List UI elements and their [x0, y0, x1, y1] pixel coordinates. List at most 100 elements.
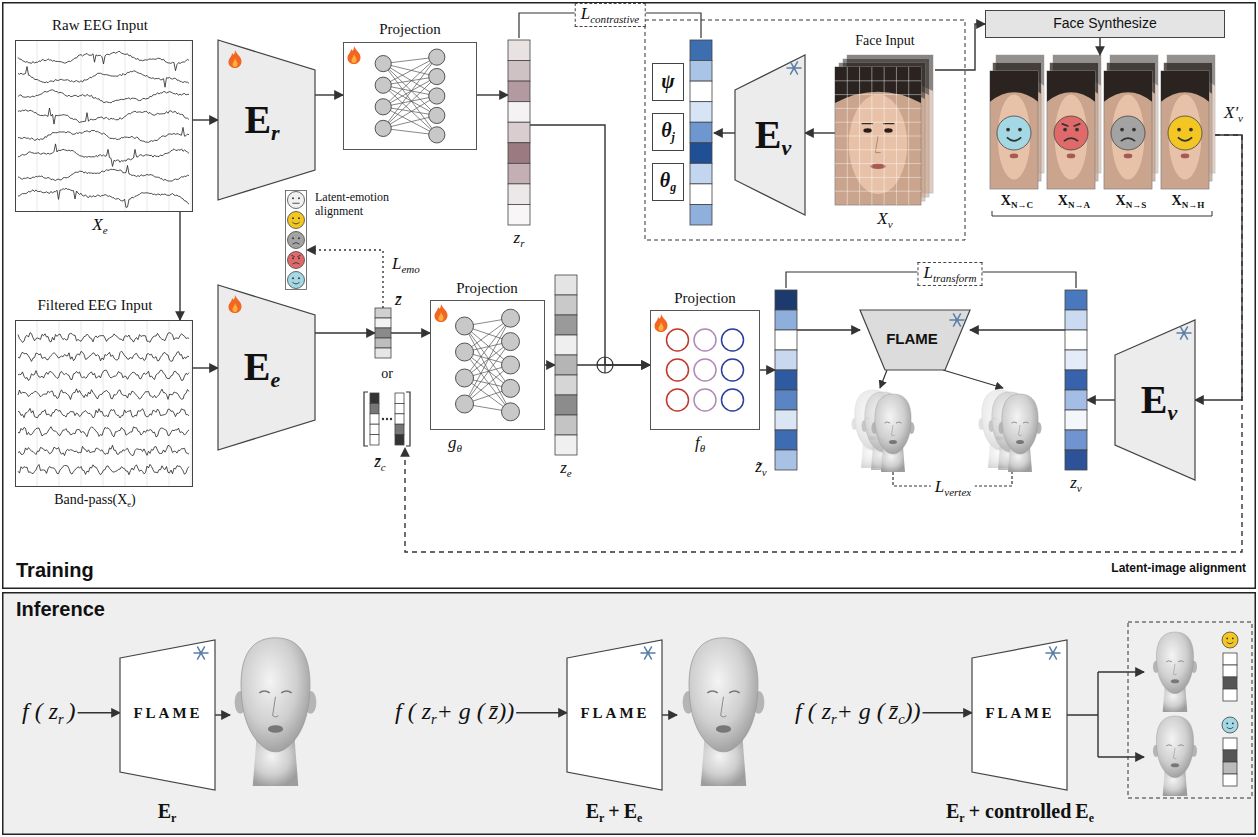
- text-group: Training: [16, 559, 94, 582]
- flame-core: [233, 303, 238, 312]
- text-group: FLAME: [985, 705, 1054, 722]
- snow-ray: [787, 67, 801, 69]
- grid-line: [103, 321, 104, 486]
- face-photo: [1104, 71, 1152, 189]
- node-shape: [508, 40, 530, 225]
- vector-cell: [395, 435, 404, 445]
- grid-line: [81, 321, 82, 486]
- grid-line: [125, 321, 126, 486]
- text-group: Xv: [877, 209, 892, 231]
- grid-line: [147, 321, 148, 486]
- flame-shape: [348, 46, 361, 64]
- grid-line: [37, 321, 38, 486]
- node-emo: Latent-emotion alignment: [285, 190, 307, 290]
- label-text: X: [877, 209, 887, 228]
- eeg-trace: [18, 166, 189, 182]
- flame-core: [352, 54, 357, 63]
- snow-core: [1051, 651, 1054, 654]
- node-shape: [990, 55, 1215, 190]
- label-text: z̄: [395, 290, 402, 309]
- grid-line: [835, 177, 921, 178]
- snow-ray: [198, 647, 205, 659]
- vector-cell: [508, 102, 530, 123]
- vector-cell: [508, 143, 530, 164]
- vector-cell: [1223, 653, 1237, 665]
- photo-frame: [1104, 71, 1152, 189]
- label-text: r: [831, 711, 837, 727]
- emotion-eye: [292, 277, 294, 279]
- vector-cell: [395, 403, 404, 413]
- text-group: Lvertex: [931, 477, 975, 499]
- text-group: Face Synthesize: [1053, 15, 1157, 31]
- label-text: z̃: [755, 457, 762, 476]
- snow-ray: [954, 314, 961, 326]
- grid-line: [81, 41, 82, 211]
- box-frame: [653, 114, 684, 151]
- snow-ray: [1046, 652, 1060, 654]
- text-group: FLAME: [580, 705, 649, 722]
- vector-cell: [508, 184, 530, 205]
- ellipsis-dot: [382, 418, 384, 420]
- node-shape: [430, 300, 545, 430]
- label-text: θ: [700, 442, 705, 454]
- vector-cell: [775, 350, 797, 370]
- grid-line: [835, 122, 921, 123]
- vector-cell: [555, 415, 577, 435]
- emotion-icon: [1222, 717, 1238, 733]
- face-photo: [835, 67, 921, 205]
- emotion-icon: [997, 116, 1031, 150]
- vector-cell: [1223, 665, 1237, 677]
- node-netc: Projectionfθ: [650, 310, 760, 430]
- head-mesh: [999, 394, 1042, 472]
- ellipsis-dot: [390, 418, 392, 420]
- vector-cell: [1065, 350, 1087, 370]
- vector-cell: [375, 328, 391, 338]
- output-arrow: [662, 714, 677, 715]
- vector-cell: [1223, 774, 1237, 786]
- label-text: f: [695, 433, 700, 452]
- snow-core: [646, 651, 649, 654]
- emotion-eye: [1006, 128, 1010, 132]
- emotion-mouth: [1064, 138, 1078, 141]
- inference-ground: [2, 592, 1256, 835]
- emotion-eye: [1232, 638, 1234, 640]
- eeg-trace: [18, 408, 189, 418]
- input-arrow: [923, 712, 972, 713]
- emotion-face: [288, 232, 305, 249]
- snow-ray: [645, 647, 652, 659]
- label-text: θ: [661, 119, 671, 141]
- trainable-icon: [655, 314, 668, 332]
- snow-ray: [791, 62, 798, 74]
- hair: [1047, 71, 1095, 102]
- encoder-arrow: [714, 132, 735, 133]
- box-frame: [431, 301, 545, 430]
- encoder-group-box: [645, 20, 965, 240]
- node-box: ψ: [652, 63, 684, 101]
- node-box: θj: [652, 113, 684, 151]
- node-vec: ze: [555, 275, 577, 455]
- label-text: FLAME: [985, 705, 1054, 721]
- node-shape: [775, 290, 797, 470]
- vector-cell: [395, 414, 404, 424]
- frozen-icon: [950, 314, 964, 326]
- node-shape: [15, 40, 193, 212]
- connector: [477, 94, 508, 95]
- label-text: r: [599, 811, 604, 825]
- snow-core: [199, 651, 202, 654]
- label-text: r: [58, 711, 64, 727]
- net-unit: [429, 127, 445, 143]
- connector: [405, 135, 1242, 552]
- node-shape: [835, 55, 935, 205]
- snow-ray: [791, 62, 798, 74]
- box-frame: [986, 11, 1225, 38]
- text-group: gθ: [448, 433, 462, 455]
- label-text: v: [762, 466, 767, 478]
- connector: [315, 94, 343, 95]
- emotion-face: [997, 116, 1031, 150]
- text-group: ze: [560, 458, 572, 480]
- label-text: c: [381, 461, 386, 473]
- label-text: Filtered EEG Input: [38, 297, 153, 313]
- label-text: r: [520, 237, 524, 249]
- connector: [315, 332, 375, 333]
- snow-ray: [194, 652, 208, 654]
